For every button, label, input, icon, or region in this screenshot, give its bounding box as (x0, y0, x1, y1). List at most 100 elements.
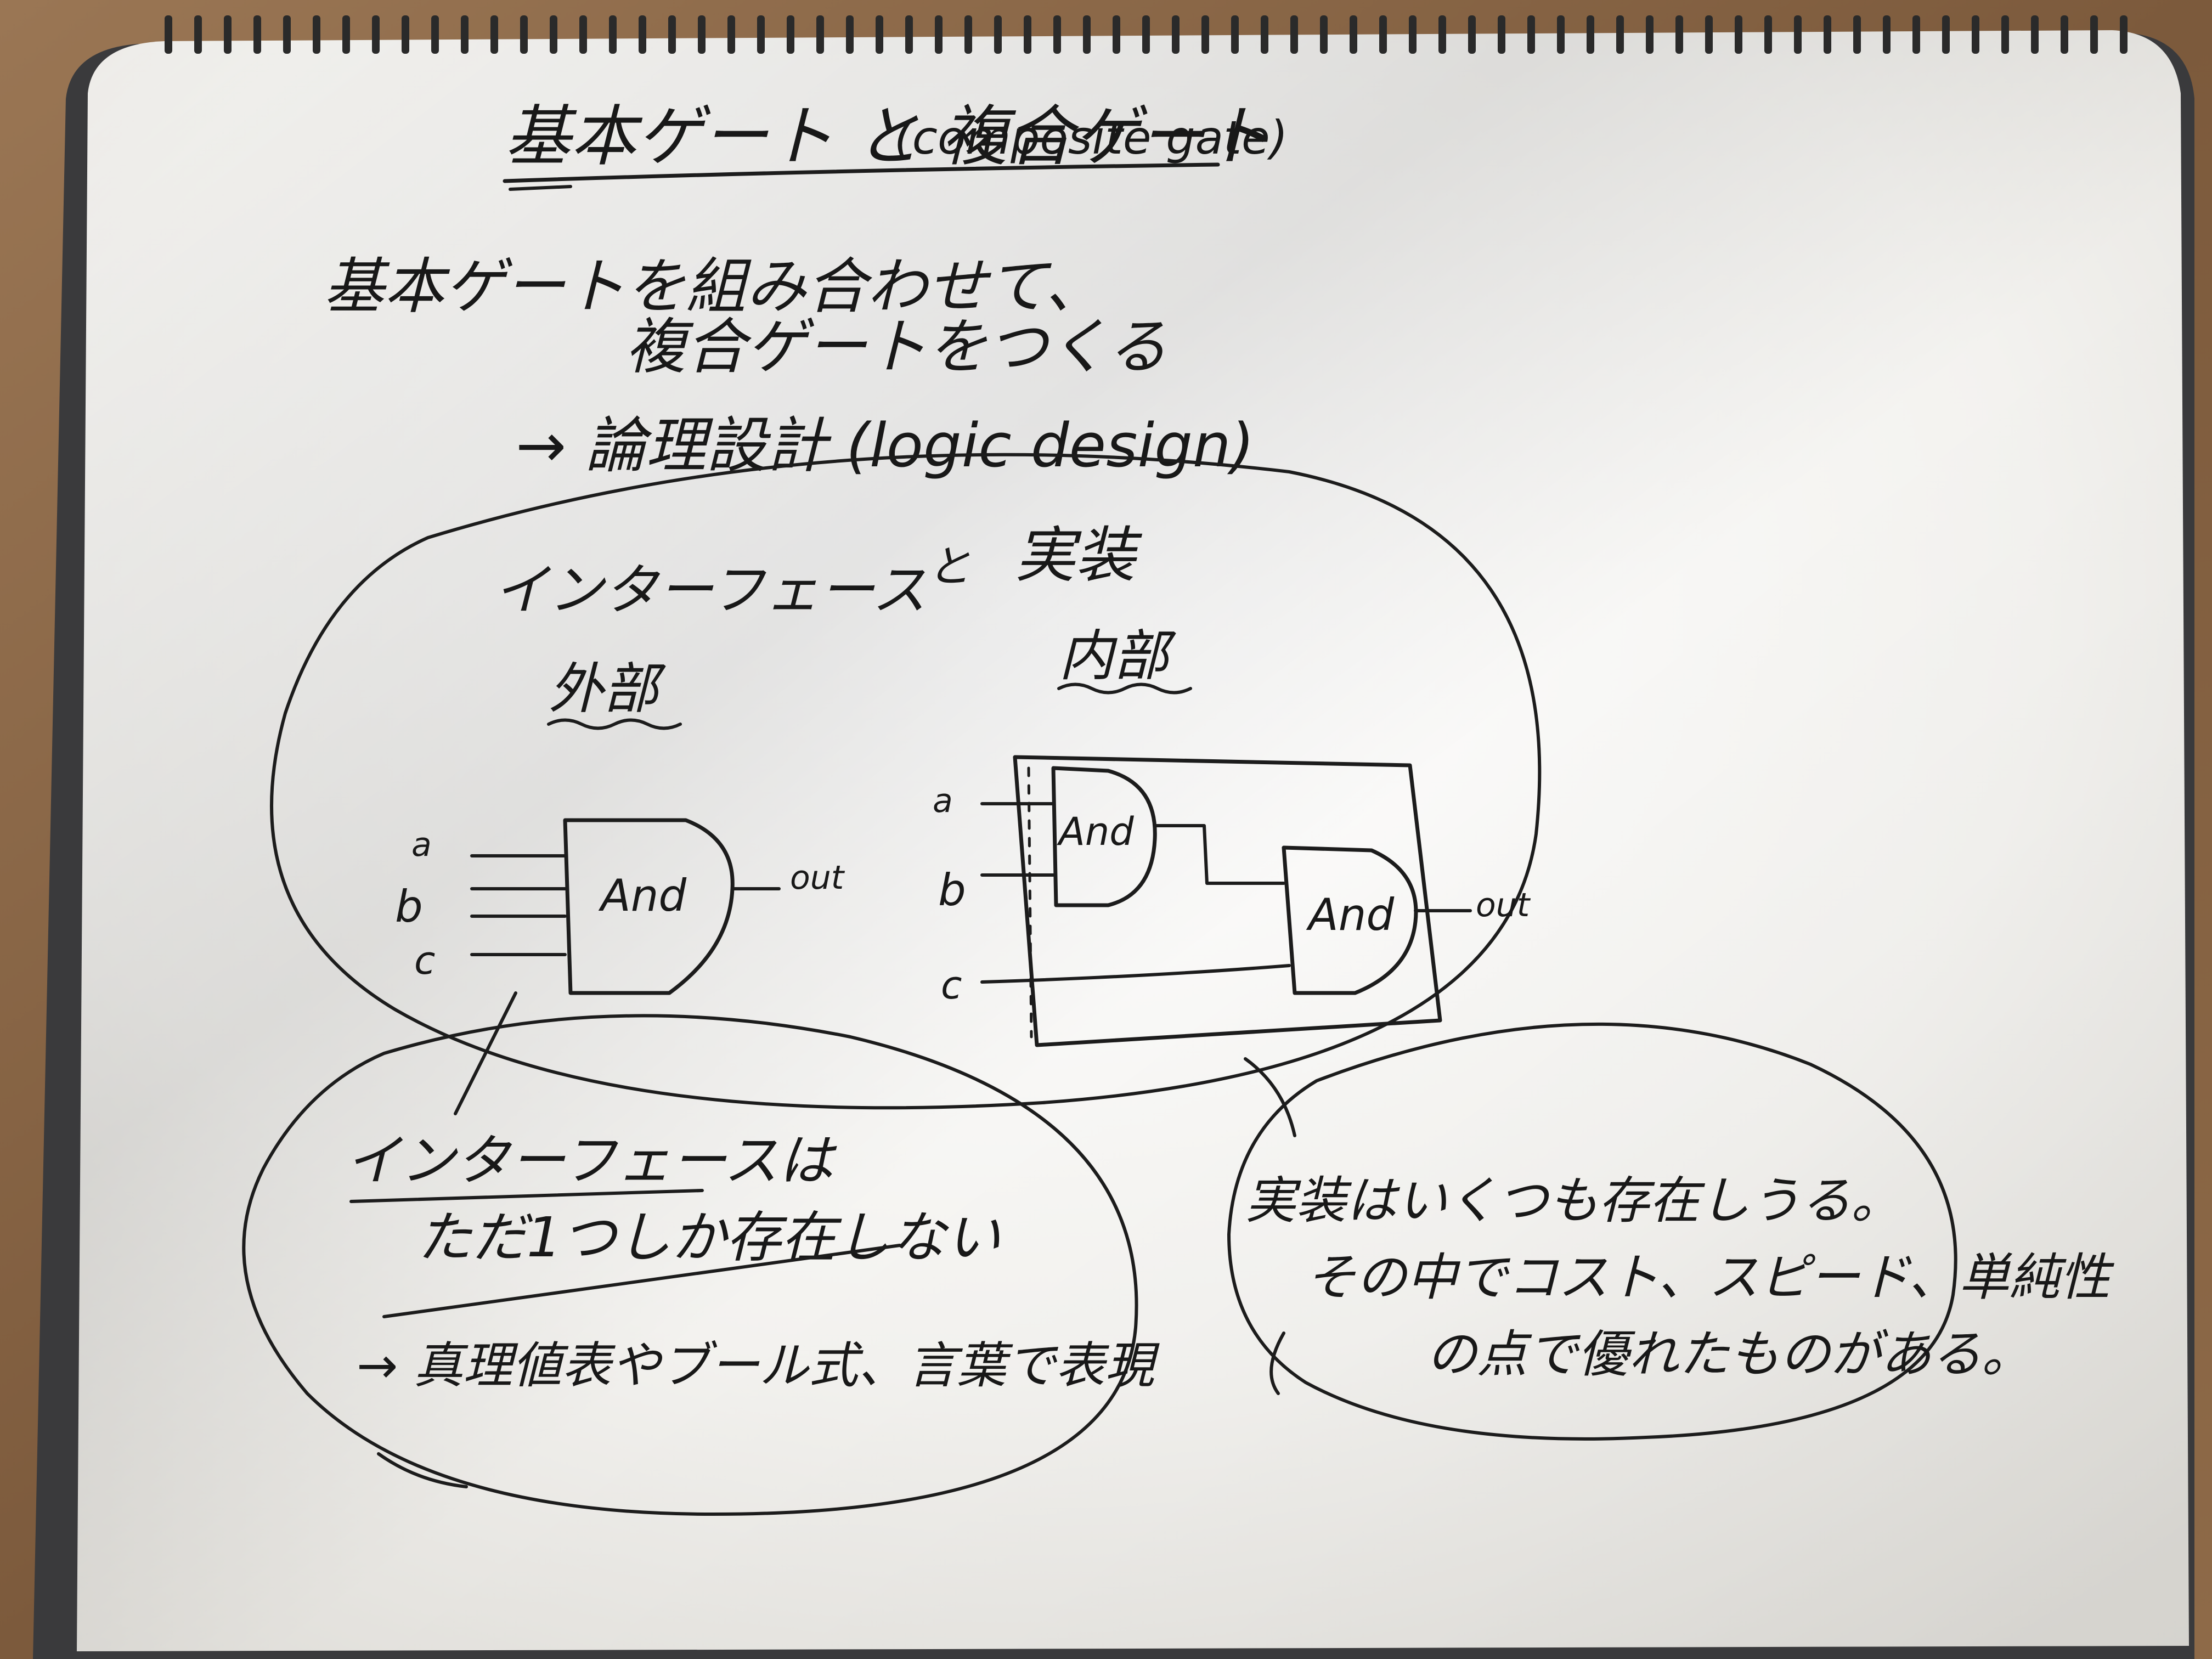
big-ellipse (270, 453, 1542, 1110)
spiral-ring (1735, 15, 1742, 54)
spiral-binding (165, 15, 2128, 54)
spiral-ring (2061, 15, 2068, 54)
left-input-c: c (414, 938, 436, 983)
left-note-line-3: → 真理値表やブール式、言葉で表現 (357, 1337, 1160, 1395)
spiral-ring (1142, 15, 1150, 54)
spiral-ring (342, 15, 350, 54)
spiral-ring (668, 15, 676, 54)
spiral-ring (579, 15, 587, 54)
spiral-ring (1824, 15, 1831, 54)
spiral-ring (1083, 15, 1091, 54)
spiral-ring (2031, 15, 2039, 54)
spiral-ring (1972, 15, 1979, 54)
spiral-ring (639, 15, 646, 54)
spiral-ring (1053, 15, 1061, 54)
implementation-label: 実装 (1015, 520, 1143, 590)
spiral-ring (816, 15, 824, 54)
right-and-gate-1 (1051, 766, 1157, 907)
spiral-ring (1942, 15, 1950, 54)
spiral-ring (994, 15, 1002, 54)
right-and-gate-2 (1282, 845, 1418, 995)
spiral-ring (490, 15, 498, 54)
spiral-ring (1231, 15, 1239, 54)
spiral-ring (876, 15, 883, 54)
inner-label-underline (1057, 682, 1192, 695)
intro-block: 基本ゲートを組み合わせて、 複合ゲートをつくる → 論理設計 (logic de… (324, 251, 1255, 481)
left-input-b: b (395, 881, 423, 932)
spiral-ring (1379, 15, 1387, 54)
spiral-ring (224, 15, 232, 54)
spiral-ring (1468, 15, 1476, 54)
outer-label-underline (547, 718, 682, 730)
spiral-ring (402, 15, 409, 54)
spiral-ring (1675, 15, 1683, 54)
spiral-ring (461, 15, 469, 54)
right-note-line-3: の点で優れたものがある。 (1426, 1325, 2032, 1384)
left-gate-label: And (598, 870, 687, 921)
title-block: 基本ゲート と 複合ゲート (composite gate) (503, 99, 1288, 191)
left-note-underline-2 (382, 1244, 901, 1318)
intro-line-3: → 論理設計 (logic design) (516, 410, 1255, 481)
spiral-ring (1853, 15, 1861, 54)
spiral-ring (2090, 15, 2098, 54)
spiral-ring (1409, 15, 1417, 54)
spiral-ring (964, 15, 972, 54)
outer-label: 外部 (549, 657, 666, 721)
right-input-wires (980, 802, 1291, 984)
title-main: 基本ゲート と 複合ゲート (505, 99, 1271, 175)
spiral-ring (1113, 15, 1120, 54)
inner-label: 内部 (1059, 624, 1176, 688)
spiral-ring (431, 15, 439, 54)
spiral-ring (905, 15, 913, 54)
right-output-label: out (1476, 886, 1531, 924)
spiral-ring (1587, 15, 1594, 54)
spiral-ring (550, 15, 557, 54)
intro-line-1: 基本ゲートを組み合わせて、 (324, 251, 1105, 321)
spiral-ring (1557, 15, 1565, 54)
left-note-line-1: インターフェースは (346, 1128, 837, 1193)
spiral-ring (1290, 15, 1298, 54)
spiral-ring (757, 15, 765, 54)
spiral-ring (2001, 15, 2009, 54)
spiral-ring (846, 15, 854, 54)
right-input-c: c (941, 963, 962, 1008)
spiral-ring (698, 15, 706, 54)
right-note-pointer (1244, 1057, 1296, 1137)
spiral-ring (253, 15, 261, 54)
spiral-ring (1705, 15, 1713, 54)
interface-gate-diagram: a b c And out (395, 818, 845, 995)
spiral-ring (1883, 15, 1891, 54)
left-note-bubble (242, 1014, 1138, 1516)
left-and-gate (563, 818, 735, 995)
intro-line-2: 複合ゲートをつくる (625, 312, 1167, 382)
left-note-line-2: ただ1つしか存在しない (417, 1205, 1001, 1269)
left-note-underline-1 (349, 1189, 704, 1203)
spiral-ring (2120, 15, 2128, 54)
spiral-ring (165, 15, 172, 54)
title-paren: (composite gate) (894, 111, 1288, 165)
spiral-ring (1201, 15, 1209, 54)
spiral-ring (372, 15, 380, 54)
spiral-ring (1024, 15, 1031, 54)
spiral-ring (1172, 15, 1180, 54)
spiral-ring (1616, 15, 1624, 54)
spiral-ring (787, 15, 794, 54)
spiral-ring (935, 15, 943, 54)
spiral-ring (1912, 15, 1920, 54)
spiral-ring (1350, 15, 1357, 54)
spiral-ring (1320, 15, 1328, 54)
right-input-b: b (938, 865, 966, 916)
spiral-ring (1764, 15, 1772, 54)
right-gate2-label: And (1306, 889, 1395, 940)
left-input-a: a (411, 826, 432, 864)
spiral-ring (1646, 15, 1654, 54)
spiral-ring (1438, 15, 1446, 54)
left-input-wires (470, 854, 567, 956)
title-underline (503, 162, 1220, 183)
right-note-line-2: その中でコスト、スピード、単純性 (1306, 1248, 2114, 1307)
left-output-label: out (790, 859, 845, 897)
right-note-line-1: 実装はいくつも存在しうる。 (1245, 1171, 1901, 1230)
connector-label: と (927, 541, 971, 592)
right-note-bubble (1227, 1022, 1957, 1441)
implementation-circuit: a b c And And out (933, 755, 1531, 1047)
